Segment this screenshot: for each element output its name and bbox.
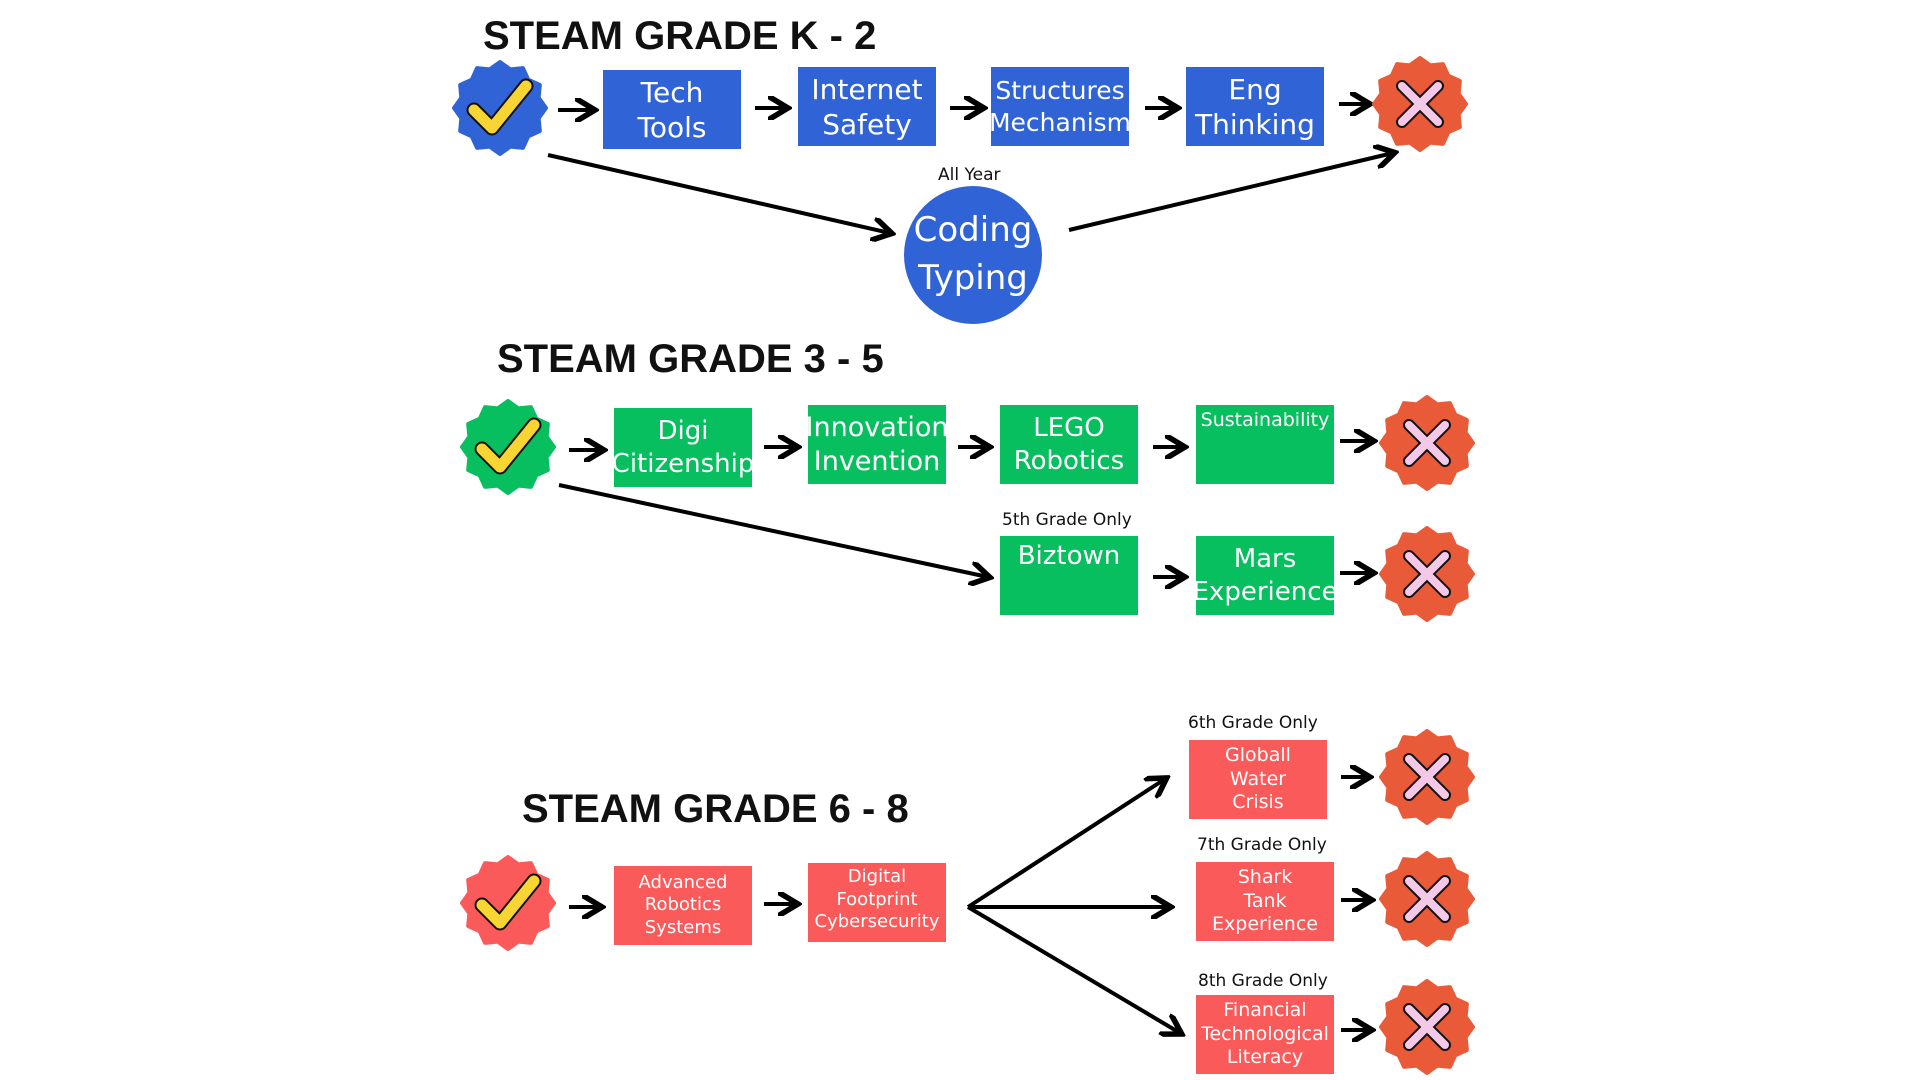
step-innovation-invention: Innovation Invention bbox=[806, 405, 948, 484]
x-mark-icon bbox=[1405, 1005, 1449, 1049]
flow-arrow bbox=[547, 153, 890, 233]
step-digital-footprint: Digital Footprint Cybersecurity bbox=[808, 863, 946, 942]
flow-arrow bbox=[558, 483, 988, 577]
x-mark-icon bbox=[1405, 552, 1449, 596]
coding-typing-circle: Coding Typing bbox=[904, 186, 1042, 324]
end-x-badge-icon bbox=[1379, 526, 1475, 622]
branch-financial-technological-literacy: Financial Technological Literacy bbox=[1196, 995, 1334, 1074]
end-x-badge-icon bbox=[1379, 851, 1475, 947]
checkmark-icon bbox=[476, 875, 540, 929]
section-title-k2: STEAM GRADE K - 2 bbox=[483, 14, 877, 58]
step-digi-citizenship: Digi Citizenship bbox=[612, 408, 754, 487]
step-biztown: Biztown bbox=[1000, 536, 1138, 615]
branch-shark-tank-experience: Shark Tank Experience bbox=[1196, 862, 1334, 941]
note-8th-grade-only: 8th Grade Only bbox=[1198, 971, 1328, 991]
flow-arrow bbox=[966, 905, 1180, 1033]
flow-arrow bbox=[966, 779, 1165, 909]
step-mars-experience: Mars Experience bbox=[1193, 536, 1338, 615]
branch-globall-water-crisis: Globall Water Crisis bbox=[1189, 740, 1327, 819]
section-title-g35: STEAM GRADE 3 - 5 bbox=[497, 337, 884, 381]
step-lego-robotics: LEGO Robotics bbox=[1000, 405, 1138, 484]
x-mark-icon bbox=[1398, 82, 1442, 126]
note-6th-grade-only: 6th Grade Only bbox=[1188, 713, 1318, 733]
x-mark-icon bbox=[1405, 877, 1449, 921]
step-eng-thinking: Eng Thinking bbox=[1186, 67, 1324, 146]
note-7th-grade-only: 7th Grade Only bbox=[1197, 835, 1327, 855]
step-tech-tools: Tech Tools bbox=[603, 70, 741, 149]
checkmark-icon bbox=[468, 80, 532, 134]
x-mark-icon bbox=[1405, 755, 1449, 799]
x-mark-icon bbox=[1405, 421, 1449, 465]
end-x-badge-icon bbox=[1379, 395, 1475, 491]
step-internet-safety: Internet Safety bbox=[798, 67, 936, 146]
checkmark-icon bbox=[476, 419, 540, 473]
section-title-g68: STEAM GRADE 6 - 8 bbox=[522, 787, 909, 831]
step-structures-mechanism: Structures Mechanism bbox=[989, 67, 1131, 146]
step-advanced-robotics: Advanced Robotics Systems bbox=[614, 866, 752, 945]
start-check-badge-icon bbox=[452, 60, 548, 156]
start-check-badge-icon bbox=[460, 855, 556, 951]
end-x-badge-icon bbox=[1372, 56, 1468, 152]
end-x-badge-icon bbox=[1379, 729, 1475, 825]
note-all-year: All Year bbox=[938, 165, 1001, 185]
note-5th-grade-only: 5th Grade Only bbox=[1002, 510, 1132, 530]
start-check-badge-icon bbox=[460, 399, 556, 495]
step-sustainability: Sustainability bbox=[1196, 405, 1334, 484]
end-x-badge-icon bbox=[1379, 979, 1475, 1075]
flow-arrow bbox=[1068, 153, 1393, 232]
